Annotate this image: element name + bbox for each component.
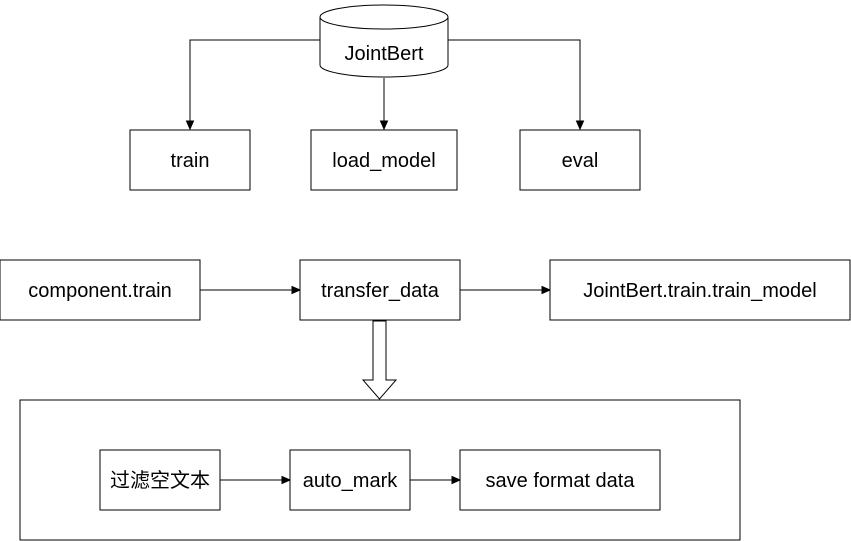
- arrowhead-train: [185, 120, 195, 131]
- node-transfer-data: transfer_data: [299, 259, 461, 321]
- node-auto-mark-label: auto_mark: [303, 470, 398, 492]
- node-eval-label: eval: [562, 150, 599, 172]
- node-train: train: [129, 129, 251, 191]
- node-auto-mark: auto_mark: [289, 449, 411, 511]
- node-filter-empty-text-label: 过滤空文本: [110, 468, 210, 492]
- database-label: JointBert: [345, 43, 424, 65]
- hollow-down-arrow: [361, 320, 398, 400]
- node-eval: eval: [519, 129, 641, 191]
- node-filter-empty-text: 过滤空文本: [99, 449, 221, 511]
- database-body: [319, 17, 449, 78]
- arrowhead-eval: [575, 120, 585, 131]
- node-load-model-label: load_model: [332, 150, 435, 172]
- database-jointbert: JointBert: [319, 4, 449, 78]
- arrowhead-auto-mark: [281, 475, 292, 485]
- database-top: [319, 4, 449, 30]
- node-jointbert-train-model-label: JointBert.train.train_model: [583, 280, 816, 302]
- node-train-label: train: [171, 150, 210, 172]
- edge-db-to-train: [189, 39, 320, 122]
- node-component-train-label: component.train: [28, 280, 171, 302]
- node-jointbert-train-model: JointBert.train.train_model: [549, 259, 851, 321]
- arrowhead-load-model: [379, 120, 389, 131]
- node-transfer-data-label: transfer_data: [321, 280, 440, 302]
- node-component-train: component.train: [0, 259, 201, 321]
- arrowhead-train-model: [541, 285, 552, 295]
- node-save-format-data-label: save format data: [486, 470, 636, 492]
- edge-db-to-eval: [448, 39, 581, 122]
- arrowhead-transfer: [291, 285, 302, 295]
- arrowhead-save: [451, 475, 462, 485]
- node-load-model: load_model: [310, 129, 458, 191]
- node-save-format-data: save format data: [459, 449, 661, 511]
